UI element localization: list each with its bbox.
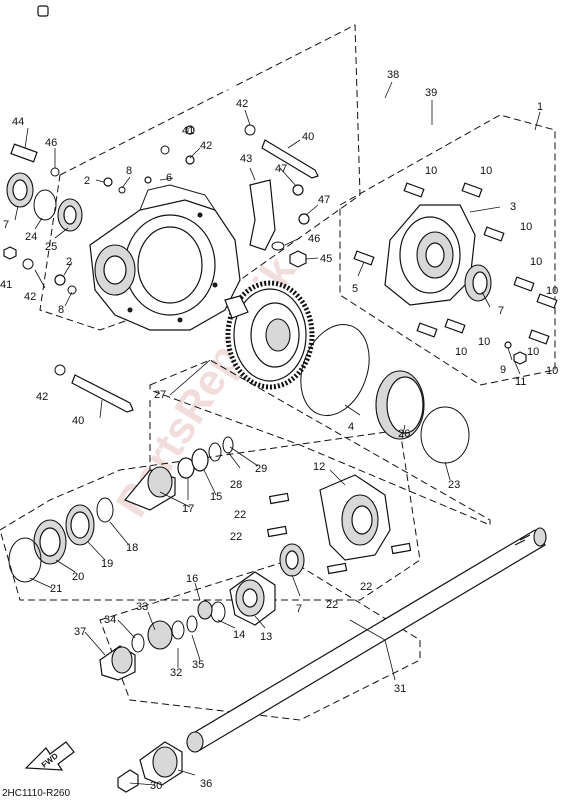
callout-2: 2 xyxy=(66,256,72,268)
callout-2: 2 xyxy=(84,175,90,187)
callout-33: 33 xyxy=(136,601,148,613)
callout-32: 32 xyxy=(170,667,182,679)
callout-47: 47 xyxy=(318,194,330,206)
callout-12: 12 xyxy=(313,461,325,473)
callout-35: 35 xyxy=(192,659,204,671)
callout-7: 7 xyxy=(296,603,302,615)
breather-hose xyxy=(37,5,433,138)
callout-8: 8 xyxy=(58,304,64,316)
callout-31: 31 xyxy=(394,683,406,695)
callout-15: 15 xyxy=(210,491,222,503)
callout-11: 11 xyxy=(515,376,526,388)
callout-19: 19 xyxy=(101,558,113,570)
callout-34: 34 xyxy=(104,614,116,626)
callout-3: 3 xyxy=(510,201,516,213)
callout-41: 41 xyxy=(0,279,12,291)
pinion-gear-assembly xyxy=(8,436,234,583)
callout-40: 40 xyxy=(302,131,314,143)
callout-44: 44 xyxy=(12,116,24,128)
callout-42: 42 xyxy=(236,98,248,110)
callout-10: 10 xyxy=(546,365,558,377)
callout-42: 42 xyxy=(36,391,48,403)
callout-8: 8 xyxy=(126,165,132,177)
callout-10: 10 xyxy=(425,165,437,177)
callout-37: 37 xyxy=(74,626,86,638)
callout-1: 1 xyxy=(537,101,543,113)
oil-seal xyxy=(375,370,470,464)
leader-lines xyxy=(14,81,541,786)
callout-40: 40 xyxy=(72,415,84,427)
callout-10: 10 xyxy=(530,256,542,268)
callout-6: 6 xyxy=(166,172,172,184)
callout-labels: 1 3 4 5 6 7 7 7 8 8 9 10 10 10 10 10 10 … xyxy=(0,69,558,792)
callout-43: 43 xyxy=(240,153,252,165)
boot-and-spring xyxy=(117,741,183,793)
callout-27: 27 xyxy=(154,389,166,401)
callout-7: 7 xyxy=(3,219,9,231)
callout-41: 41 xyxy=(182,125,194,137)
callout-10: 10 xyxy=(520,221,532,233)
diagram-code: 2HC1110-R260 xyxy=(2,788,70,799)
drive-shaft xyxy=(186,527,547,753)
callout-14: 14 xyxy=(233,629,245,641)
callout-9: 9 xyxy=(500,364,506,376)
callout-42: 42 xyxy=(200,140,212,152)
callout-10: 10 xyxy=(478,336,490,348)
callout-47: 47 xyxy=(275,163,287,175)
callout-5: 5 xyxy=(352,283,358,295)
callout-22: 22 xyxy=(234,509,246,521)
callout-22: 22 xyxy=(360,581,372,593)
bracket-and-fasteners xyxy=(3,124,319,413)
callout-36: 36 xyxy=(200,778,212,790)
callout-23: 23 xyxy=(448,479,460,491)
coupling-assembly xyxy=(99,571,276,681)
callout-10: 10 xyxy=(546,285,558,297)
ring-gear xyxy=(224,280,315,390)
callout-22: 22 xyxy=(326,599,338,611)
callout-24: 24 xyxy=(25,231,37,243)
callout-30: 30 xyxy=(150,780,162,792)
differential-cover xyxy=(384,204,492,306)
callout-7: 7 xyxy=(498,305,504,317)
callout-38: 38 xyxy=(387,69,399,81)
callout-10: 10 xyxy=(527,346,539,358)
callout-28: 28 xyxy=(230,479,242,491)
callout-4: 4 xyxy=(348,421,354,433)
callout-10: 10 xyxy=(455,346,467,358)
fwd-arrow-icon: FWD xyxy=(24,741,75,771)
callout-17: 17 xyxy=(182,503,194,515)
callout-39: 39 xyxy=(425,87,437,99)
callout-25: 25 xyxy=(45,241,57,253)
gear-case-housing xyxy=(266,474,412,577)
callout-45: 45 xyxy=(320,253,332,265)
callout-26: 26 xyxy=(398,428,410,440)
callout-42: 42 xyxy=(24,291,36,303)
callout-18: 18 xyxy=(126,542,138,554)
callout-16: 16 xyxy=(186,573,198,585)
callout-21: 21 xyxy=(50,583,62,595)
callout-13: 13 xyxy=(260,631,272,643)
callout-46: 46 xyxy=(308,233,320,245)
differential-housing xyxy=(89,184,241,331)
callout-10: 10 xyxy=(480,165,492,177)
cover-bolts xyxy=(353,182,558,365)
callout-29: 29 xyxy=(255,463,267,475)
o-ring xyxy=(300,323,370,417)
callout-46: 46 xyxy=(45,137,57,149)
callout-20: 20 xyxy=(72,571,84,583)
callout-22: 22 xyxy=(230,531,242,543)
